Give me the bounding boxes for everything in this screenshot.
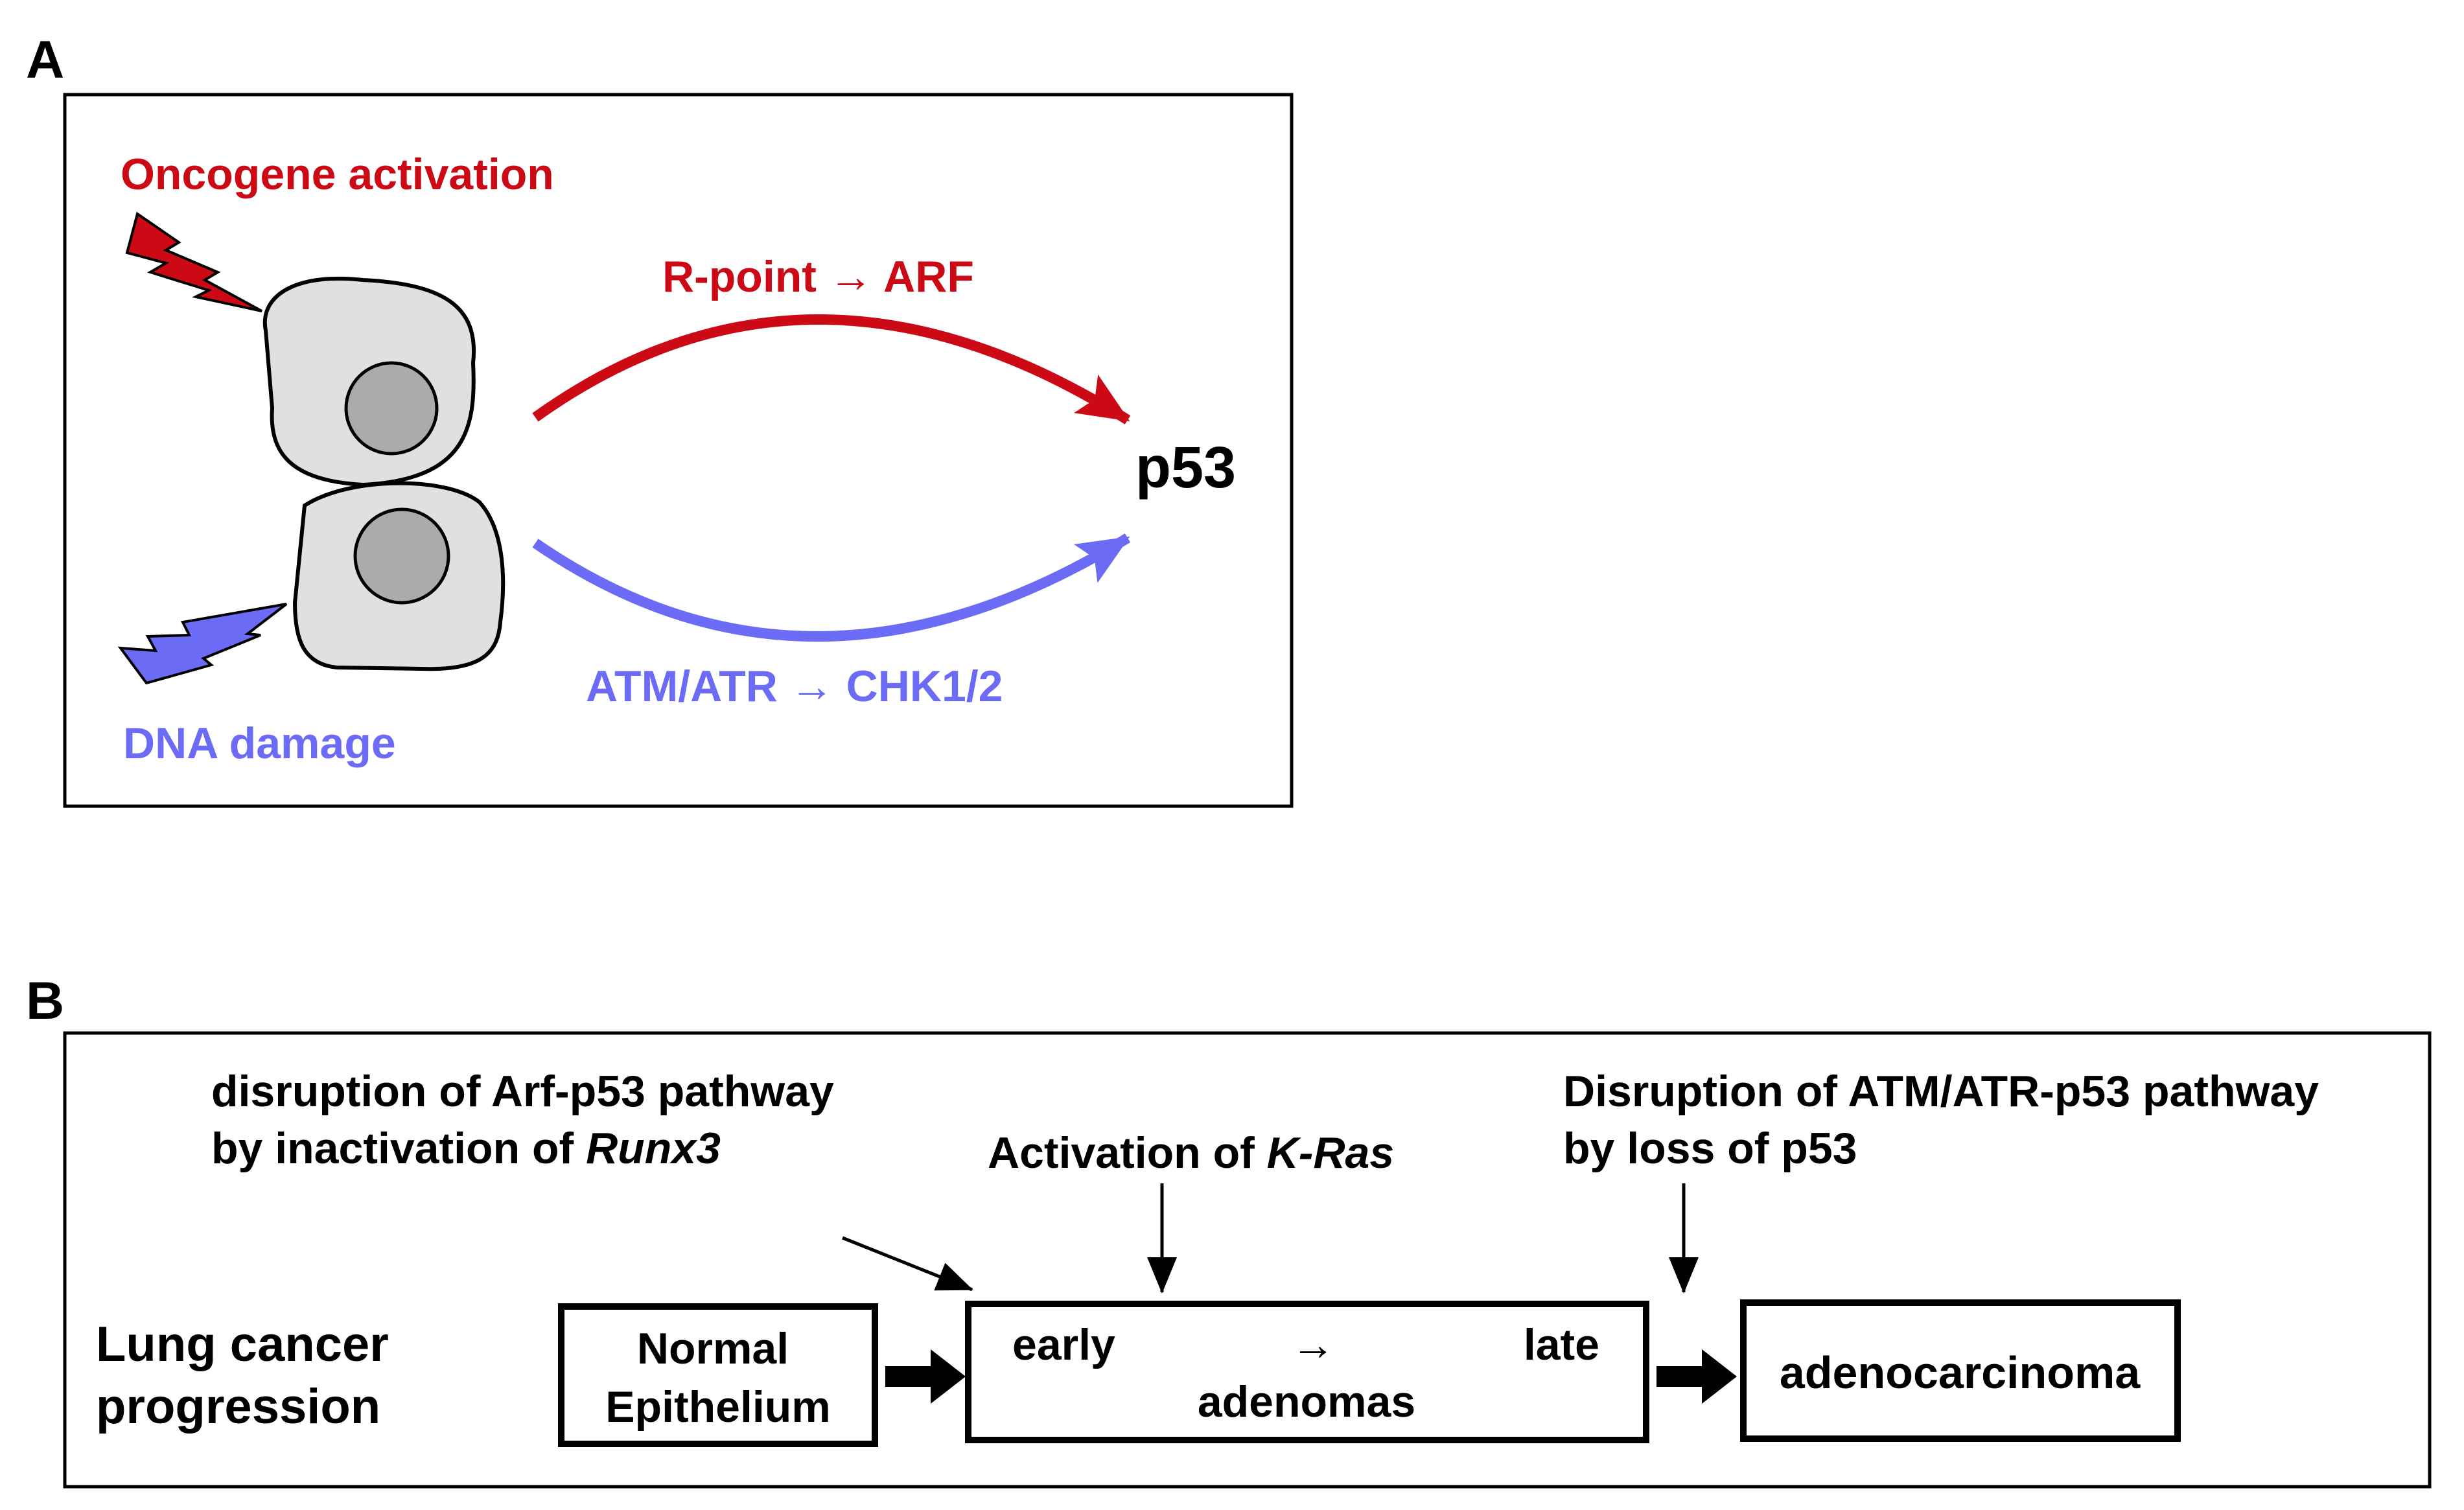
adenocarcinoma-label: adenocarcinoma [1780, 1347, 2141, 1398]
panel-b-frame [63, 1031, 2432, 1489]
arf-disruption-line2: by inactivation of Runx3 [211, 1124, 721, 1173]
nucleus-icon [344, 361, 439, 456]
atm-disruption-line1: Disruption of ATM/ATR-p53 pathway [1563, 1067, 2319, 1116]
nucleus-icon [353, 507, 450, 605]
atm-disruption-line2: by loss of p53 [1563, 1124, 1857, 1173]
arf-pointer-arrow [842, 1236, 973, 1292]
cell-icon [262, 276, 476, 487]
progression-arrow-1 [885, 1349, 966, 1404]
lightning-bolt-icon [117, 603, 288, 685]
adenomas-label: adenomas [1198, 1377, 1415, 1426]
rpoint-arf-arrow [532, 314, 1131, 424]
lightning-bolt-icon [125, 211, 262, 312]
normal-line2: Epithelium [605, 1382, 831, 1432]
adenomas-box [965, 1301, 1649, 1443]
adenocarcinoma-box [1740, 1299, 2181, 1442]
normal-epithelium-box [558, 1303, 878, 1447]
kras-activation-label: Activation of K-Ras [988, 1128, 1394, 1178]
rpoint-arf-label: R-point → ARF [662, 252, 974, 301]
panel-b-label: B [26, 971, 64, 1030]
late-label: late [1524, 1320, 1599, 1369]
oncogene-activation-label: Oncogene activation [121, 150, 554, 199]
progression-arrow-2 [1656, 1349, 1737, 1404]
cell-icon [292, 481, 506, 671]
early-late-arrow: → [1291, 1320, 1335, 1369]
progression-label-line2: progression [96, 1379, 380, 1434]
progression-label-line1: Lung cancer [96, 1317, 389, 1372]
panel-a-frame [63, 93, 1294, 808]
atm-chk-arrow [532, 533, 1131, 642]
early-label: early [1012, 1320, 1115, 1369]
arf-disruption-line1: disruption of Arf-p53 pathway [211, 1067, 834, 1116]
normal-line1: Normal [637, 1324, 789, 1373]
dna-damage-label: DNA damage [123, 719, 396, 768]
panel-a-label: A [26, 30, 64, 89]
atm-chk-label: ATM/ATR → CHK1/2 [586, 662, 1003, 711]
p53-label: p53 [1135, 436, 1236, 500]
